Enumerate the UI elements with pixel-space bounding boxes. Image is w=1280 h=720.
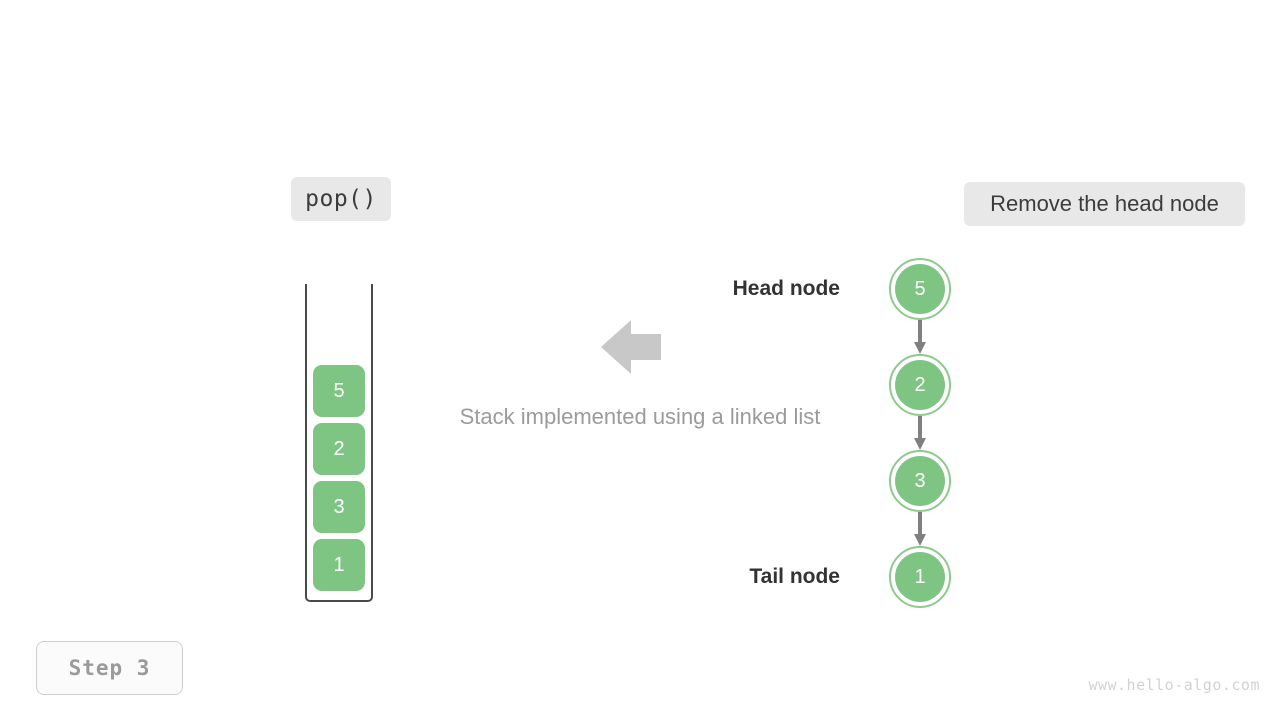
linked-list-node: 5 (889, 258, 951, 320)
linked-list-pointer-label: Head node (732, 277, 840, 300)
stack-cell: 1 (313, 539, 365, 591)
stack-container (305, 284, 373, 602)
linked-list-node-value: 1 (895, 552, 945, 602)
stack-cell: 3 (313, 481, 365, 533)
linked-list-edge-arrow-icon (914, 512, 926, 546)
linked-list-node-value: 3 (895, 456, 945, 506)
linked-list-node-value: 2 (895, 360, 945, 410)
linked-list-node: 3 (889, 450, 951, 512)
linked-list-node: 1 (889, 546, 951, 608)
left-arrow-icon (601, 320, 661, 374)
step-badge: Step 3 (36, 641, 183, 695)
linked-list-edge-arrow-icon (914, 320, 926, 354)
linked-list-node-value: 5 (895, 264, 945, 314)
operation-label: pop() (291, 177, 391, 221)
watermark: www.hello-algo.com (1088, 676, 1260, 694)
stack-cell: 5 (313, 365, 365, 417)
stack-cell: 2 (313, 423, 365, 475)
action-description-label: Remove the head node (964, 182, 1245, 226)
diagram-caption: Stack implemented using a linked list (459, 404, 821, 429)
linked-list-pointer-label: Tail node (749, 565, 840, 588)
